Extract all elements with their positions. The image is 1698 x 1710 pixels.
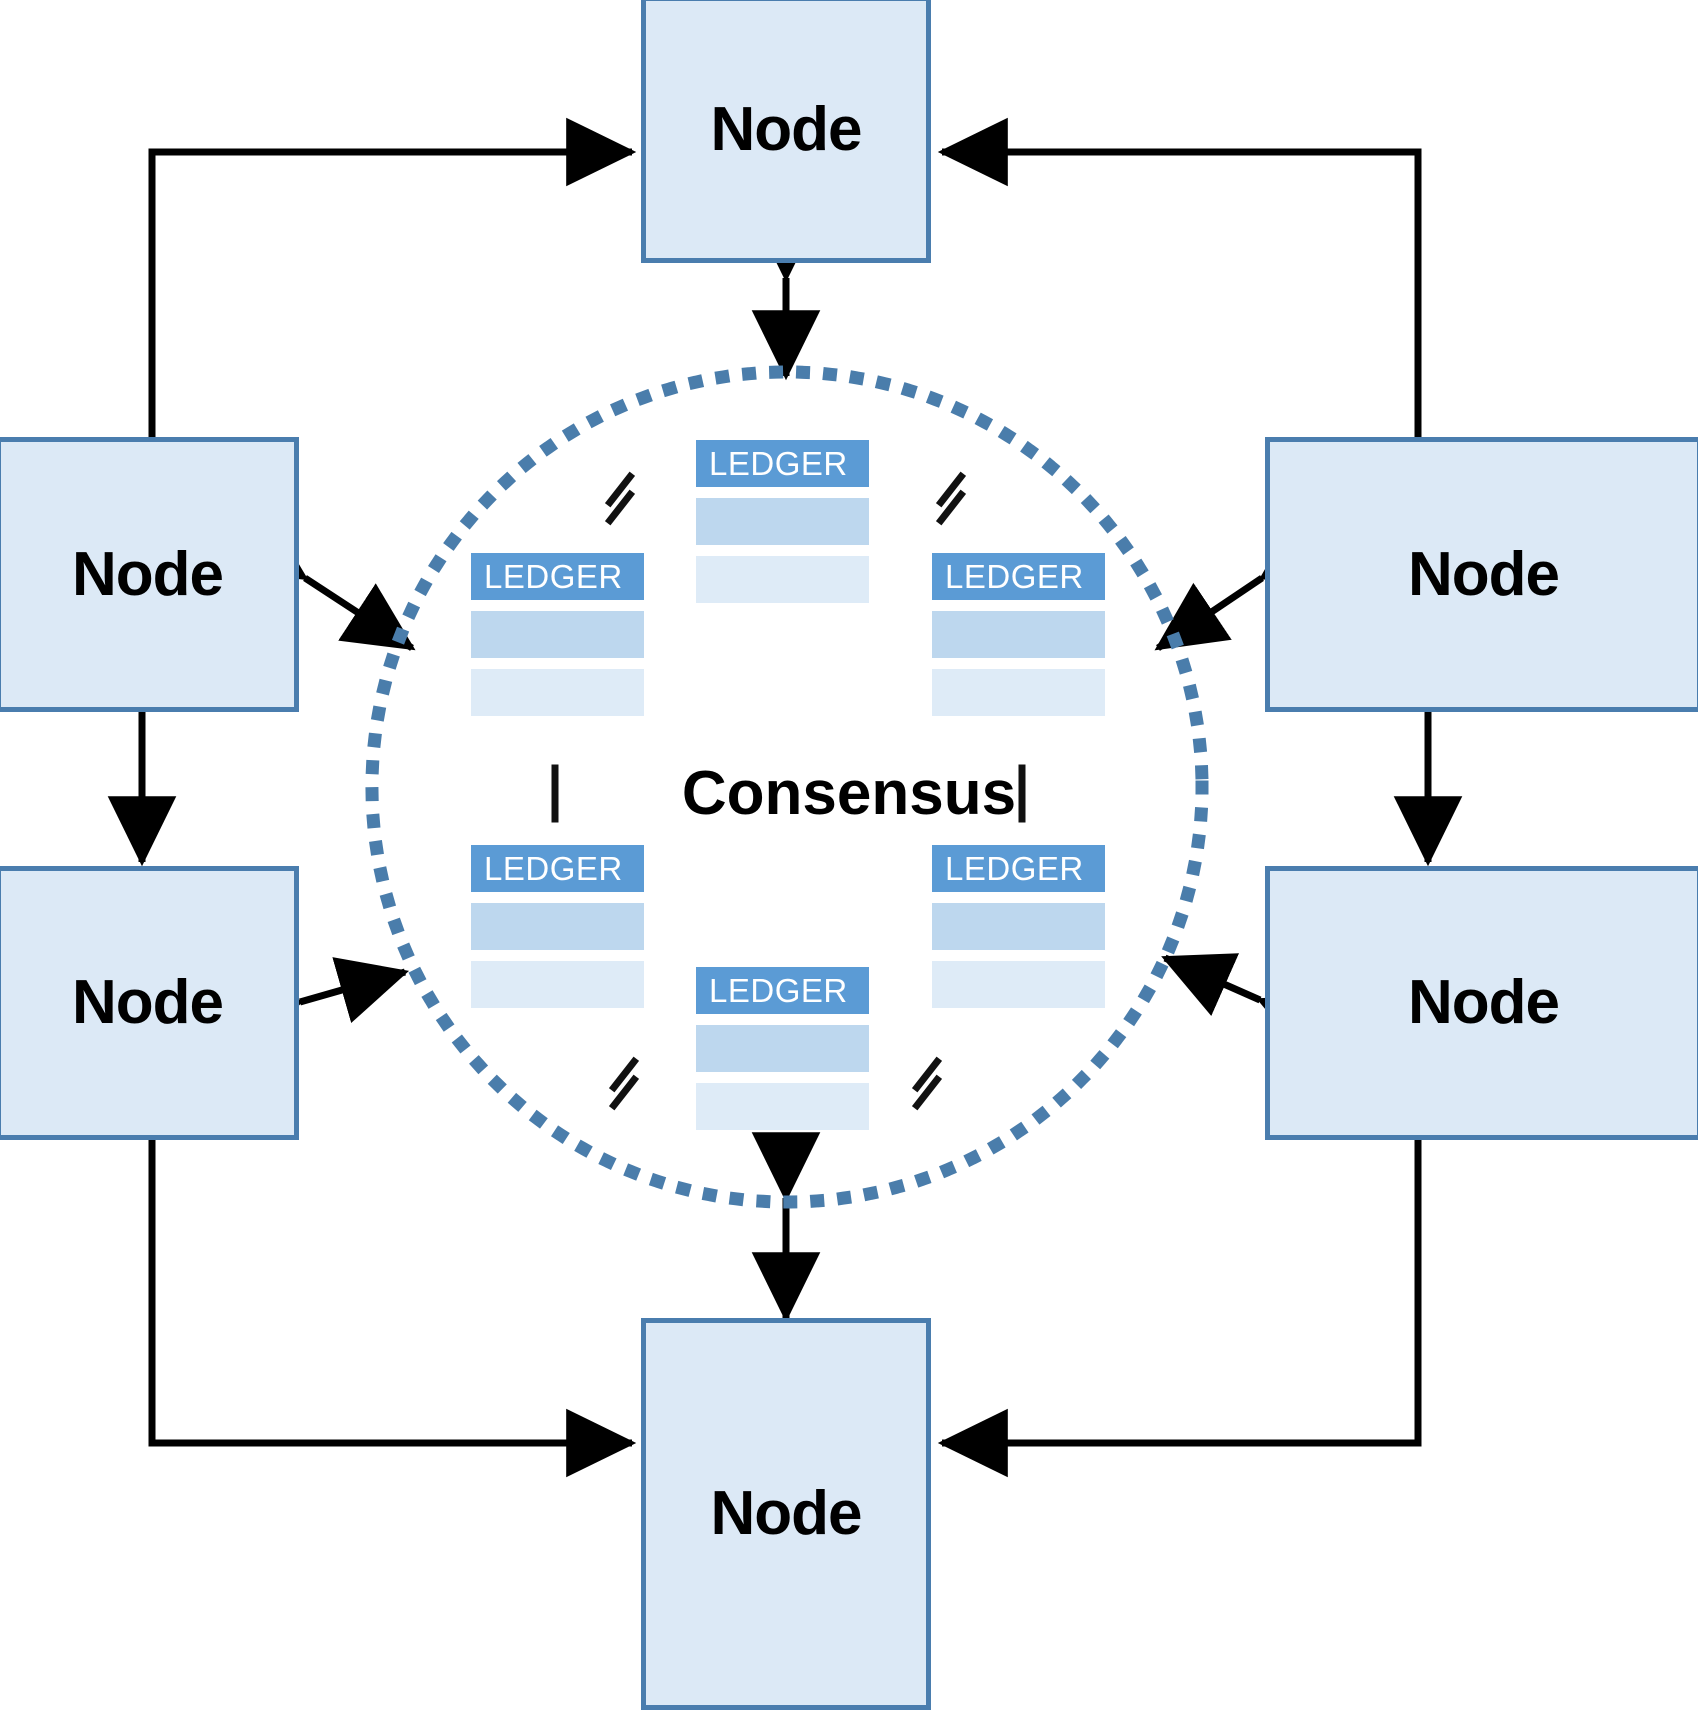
equals-icon-bottom-right xyxy=(910,1056,944,1111)
node-left-lower[interactable]: Node xyxy=(0,866,299,1140)
node-right-upper[interactable]: Node xyxy=(1265,437,1698,712)
node-left-upper-label: Node xyxy=(72,539,224,609)
node-left-upper[interactable]: Node xyxy=(0,437,299,712)
ledger-right-upper[interactable]: LEDGER xyxy=(932,553,1105,716)
arrow-node-left-lower-consensus xyxy=(227,957,410,1054)
ledger-left-upper-row-1 xyxy=(471,611,644,658)
equals-icon-top-left xyxy=(603,471,637,526)
ledger-left-lower-row-2 xyxy=(471,961,644,1008)
node-bottom[interactable]: Node xyxy=(641,1318,931,1710)
node-right-lower[interactable]: Node xyxy=(1265,866,1698,1140)
arrow-ring-left-upper-to-top xyxy=(148,117,637,437)
arrow-ring-right-lower-to-bottom xyxy=(937,1140,1422,1478)
ledger-right-upper-row-1 xyxy=(932,611,1105,658)
node-left-lower-label: Node xyxy=(72,968,224,1037)
consensus-label: Consensus xyxy=(681,759,1017,828)
ledger-right-lower-header: LEDGER xyxy=(932,845,1105,892)
ledger-left-lower[interactable]: LEDGER xyxy=(471,845,644,1008)
ledger-top-row-2 xyxy=(696,556,869,603)
ledger-bottom[interactable]: LEDGER xyxy=(696,967,869,1130)
ledger-top-row-1 xyxy=(696,498,869,545)
node-top-label: Node xyxy=(710,94,863,164)
node-right-lower-label: Node xyxy=(1408,968,1560,1037)
node-right-upper-label: Node xyxy=(1408,539,1560,609)
node-top[interactable]: Node xyxy=(641,0,931,263)
arrow-ring-right-upper-to-top xyxy=(937,117,1422,437)
ledger-left-lower-row-1 xyxy=(471,903,644,950)
ledger-right-upper-row-2 xyxy=(932,669,1105,716)
ledger-bottom-row-2 xyxy=(696,1083,869,1130)
ledger-left-lower-header: LEDGER xyxy=(471,845,644,892)
node-bottom-label: Node xyxy=(710,1479,863,1548)
arrow-node-right-lower-consensus xyxy=(1161,953,1335,1058)
equals-icon-top-right xyxy=(934,471,968,526)
consensus-boundary-circle xyxy=(365,365,1209,1209)
ledger-left-upper-row-2 xyxy=(471,669,644,716)
ledger-right-lower[interactable]: LEDGER xyxy=(932,845,1105,1008)
arrow-ring-left-lower-to-bottom xyxy=(148,1140,637,1478)
ledger-top-header: LEDGER xyxy=(696,440,869,487)
equals-icon-bottom-left xyxy=(607,1056,641,1111)
ledger-right-upper-header: LEDGER xyxy=(932,553,1105,600)
ledger-bottom-row-1 xyxy=(696,1025,869,1072)
ledger-right-lower-row-2 xyxy=(932,961,1105,1008)
ledger-left-upper[interactable]: LEDGER xyxy=(471,553,644,716)
ledger-bottom-header: LEDGER xyxy=(696,967,869,1014)
ledger-right-lower-row-1 xyxy=(932,903,1105,950)
ledger-top[interactable]: LEDGER xyxy=(696,440,869,603)
ledger-left-upper-header: LEDGER xyxy=(471,553,644,600)
